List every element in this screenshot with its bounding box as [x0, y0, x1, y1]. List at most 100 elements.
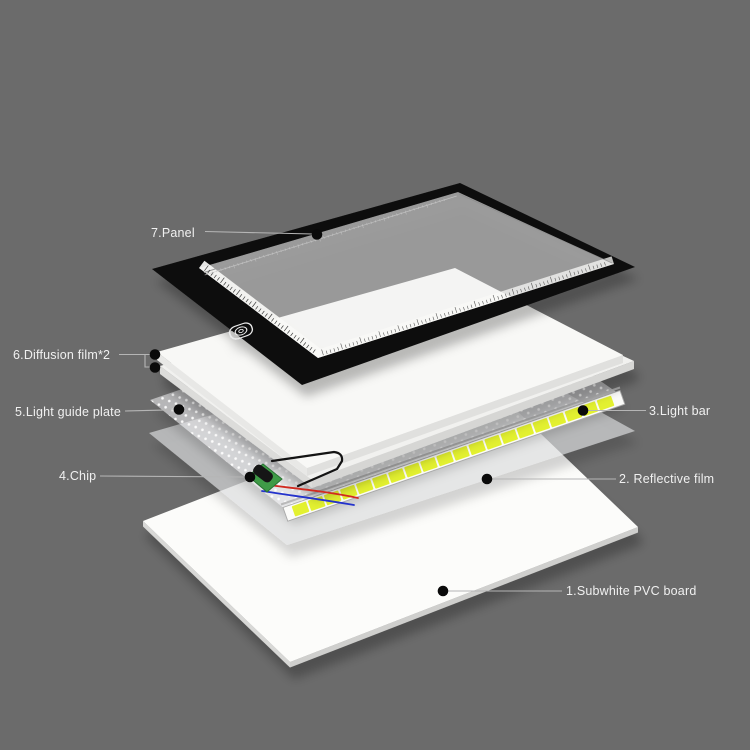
ruler-tick [443, 198, 445, 202]
light-bar-edge-line [280, 386, 621, 506]
ruler-tick [327, 234, 329, 238]
ruler-tick [276, 251, 278, 255]
led-chip [596, 395, 615, 411]
ruler-tick [569, 270, 572, 277]
ruler-tick [422, 205, 424, 208]
ruler-tick [237, 263, 239, 266]
ruler-tick [267, 253, 269, 257]
ruler-tick [220, 268, 222, 271]
ruler-tick [596, 264, 599, 269]
led-chip [291, 501, 310, 517]
ruler-tick [306, 241, 308, 245]
ruler-tick [301, 242, 304, 246]
ruler-tick [258, 308, 262, 313]
ruler-tick [581, 269, 583, 273]
ruler-tick [329, 349, 332, 353]
ruler-tick [228, 265, 231, 269]
ruler-tick [321, 349, 324, 356]
ruler-tick [353, 226, 355, 230]
ruler-tick [497, 296, 500, 300]
led-chip [484, 434, 502, 450]
ruler-tick [520, 288, 522, 293]
ruler-tick [293, 334, 297, 339]
ruler-tick [361, 224, 364, 229]
diffusion-film-1-top [157, 268, 623, 468]
ruler-tick [359, 337, 362, 344]
dot-light-guide-plate [173, 404, 185, 415]
ruler-tick [312, 349, 316, 354]
power-touch-button-icon [228, 322, 254, 340]
ruler-tick [340, 343, 343, 350]
ruler-tick [371, 336, 374, 340]
ruler-tick [303, 342, 307, 346]
ruler-tick [439, 199, 441, 203]
ruler-tick [573, 271, 576, 276]
ruler-tick [207, 269, 211, 274]
ruler-tick [296, 337, 300, 342]
ruler-tick [284, 248, 286, 251]
light-bar-layer [280, 386, 626, 522]
ruler-tick [375, 334, 378, 339]
ruler-tick [604, 262, 606, 266]
ruler-tick [310, 240, 312, 243]
ruler-tick [454, 307, 458, 313]
ruler-tick [404, 210, 407, 215]
ruler-tick [434, 201, 437, 204]
ruler-tick [486, 299, 488, 304]
ruler-tick [340, 230, 343, 235]
dot-panel [311, 229, 323, 240]
led-chip [404, 462, 422, 478]
led-chip [548, 412, 566, 428]
callout-panel: 7.Panel [151, 225, 195, 240]
panel-layer [152, 183, 635, 385]
ruler-tick [233, 264, 235, 269]
dot-diffusion-film-1 [149, 349, 161, 360]
ruler-tick [390, 330, 393, 334]
ruler-tick [267, 313, 273, 320]
led-chip [420, 457, 438, 472]
ruler-tick [271, 252, 274, 255]
led-chip [500, 429, 518, 444]
callout-light-guide-plate: 5.Light guide plate [15, 404, 121, 419]
ruler-tick [333, 348, 336, 352]
ruler-tick [409, 323, 412, 328]
ruler-tick [416, 319, 419, 325]
ruler-tick [402, 326, 404, 330]
ruler-tick [492, 294, 496, 301]
pvc-board-side-left [143, 521, 290, 668]
ruler-tick [213, 274, 217, 279]
ruler-tick [440, 314, 442, 318]
led-chip [452, 446, 470, 461]
diffusion-film-2-side-left [160, 366, 312, 488]
ruler-tick [255, 305, 259, 310]
ruler-tick [223, 281, 227, 286]
ruler-tick [299, 337, 305, 344]
diffusion-film-1-side-right [307, 355, 623, 476]
dot-pvc-board [437, 585, 449, 597]
ruler-tick [254, 257, 257, 262]
ruler-tick [274, 320, 278, 325]
leader-diffusion-film [119, 353, 151, 368]
ruler-tick [396, 213, 398, 216]
ruler-tick [585, 268, 587, 272]
ruler-tick [216, 277, 220, 281]
ruler-tick [562, 275, 564, 279]
ruler-tick [378, 331, 381, 338]
callout-light-bar: 3.Light bar [649, 403, 711, 418]
ruler-tick [366, 222, 368, 226]
diffusion-film-2-side-right [312, 361, 634, 488]
callout-diffusion-film: 6.Diffusion film*2 [13, 348, 111, 362]
ruler-tick [336, 232, 338, 235]
ruler-tick [554, 277, 557, 282]
ruler-tick [229, 286, 233, 291]
ruler-tick [600, 263, 602, 267]
ruler-tick [242, 296, 246, 301]
ruler-tick [473, 300, 477, 307]
ruler-tick [352, 342, 355, 346]
ruler-tick [289, 246, 291, 250]
ruler-tick [508, 292, 511, 296]
ruler-tick [558, 276, 561, 281]
ruler-tick [258, 256, 261, 259]
panel-frame [152, 183, 635, 385]
